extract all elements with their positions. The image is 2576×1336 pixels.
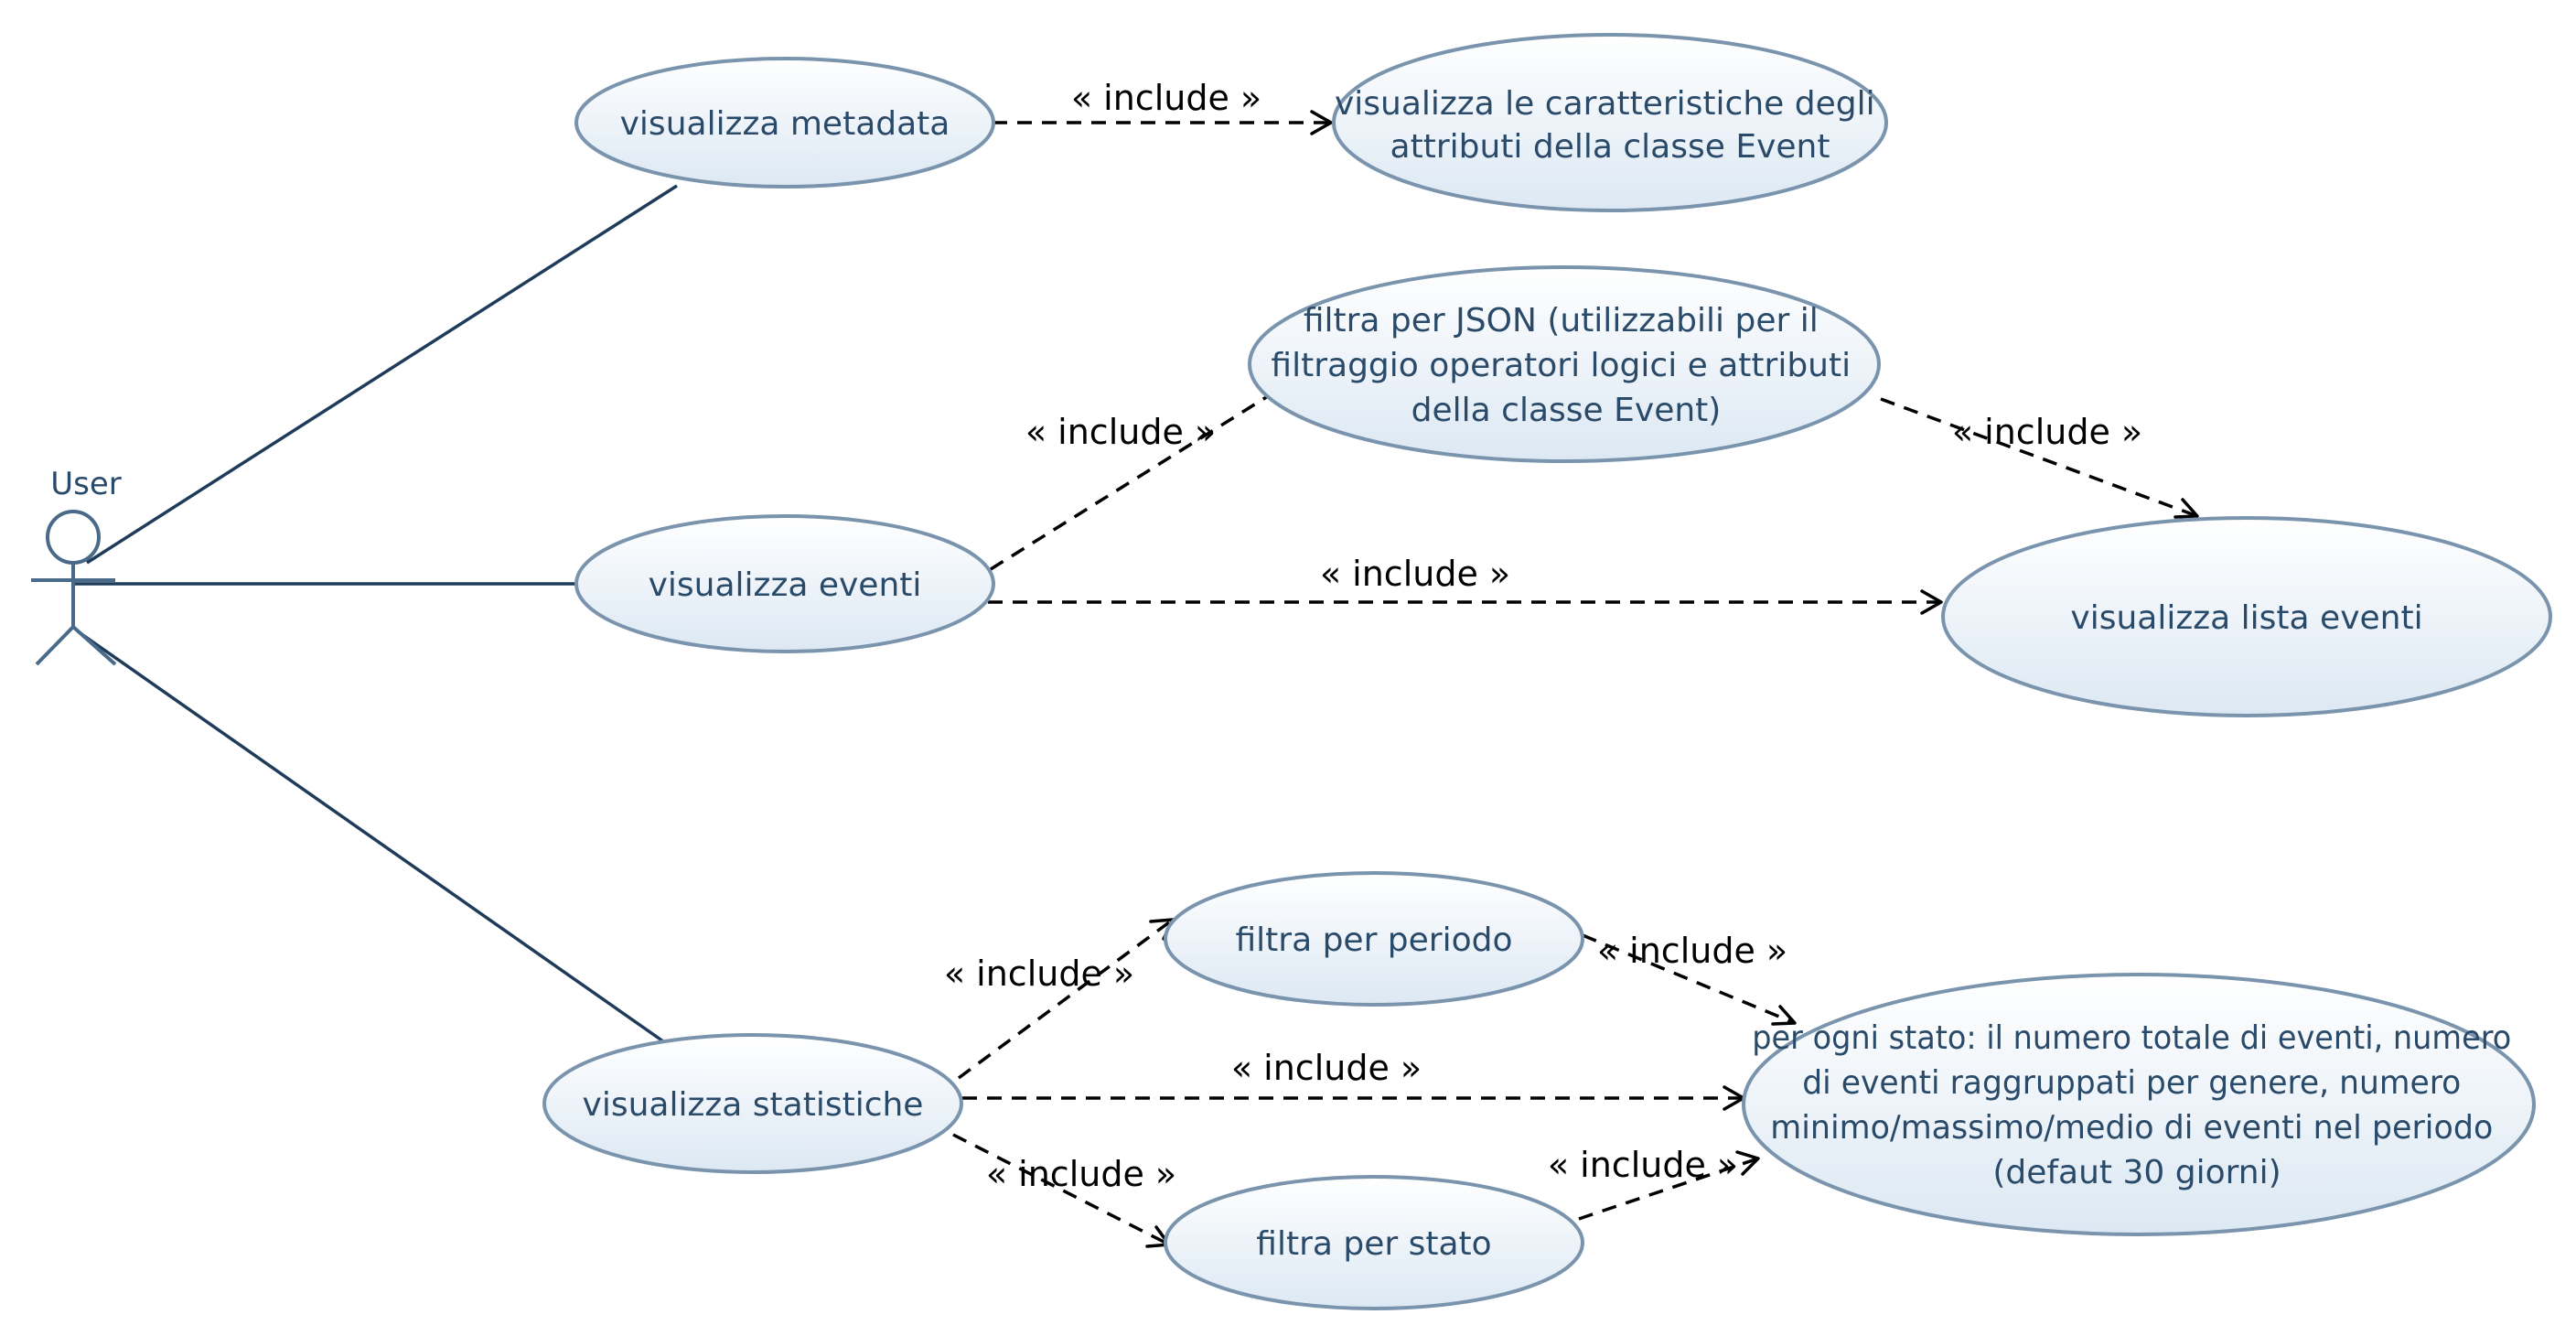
include-label-stato-riepilogo: « include »: [1548, 1145, 1738, 1185]
include-label-stato: « include »: [986, 1154, 1176, 1194]
use-cases: [542, 33, 2552, 1310]
include-arrow-json-lista: [1880, 397, 2198, 518]
include-label-metadata: « include »: [1071, 78, 1261, 118]
use-case-statistiche-per-stato[interactable]: [1742, 973, 2536, 1236]
use-case-label-visualizza-statistiche: visualizza statistiche: [583, 1086, 924, 1124]
use-case-label-caratteristiche-attributi: visualizza le caratteristiche degli attr…: [1335, 85, 1885, 166]
include-arrow-stato-riepilogo: [1578, 1157, 1759, 1221]
use-case-filtra-periodo[interactable]: [1164, 871, 1584, 1007]
use-case-labels: visualizza metadata visualizza le caratt…: [583, 85, 2521, 1263]
arrowhead-lista-from-eventi: [1920, 589, 1943, 615]
use-case-label-filtra-json: filtra per JSON (utilizzabili per il fil…: [1271, 302, 1861, 429]
include-label-json: « include »: [1025, 412, 1216, 452]
actor-label: User: [50, 466, 122, 502]
use-case-visualizza-metadata[interactable]: [574, 57, 995, 189]
use-case-label-filtra-periodo: filtra per periodo: [1235, 921, 1512, 959]
actor-head: [46, 510, 101, 565]
use-case-label-visualizza-eventi: visualizza eventi: [649, 566, 922, 604]
arrowhead-riepilogo-from-stato: [1735, 1150, 1760, 1176]
associations: [73, 184, 678, 1043]
use-case-visualizza-lista-eventi[interactable]: [1941, 516, 2552, 717]
include-label-riepilogo: « include »: [1231, 1048, 1422, 1088]
use-case-label-visualizza-lista-eventi: visualizza lista eventi: [2070, 599, 2422, 637]
use-case-visualizza-statistiche[interactable]: [542, 1033, 963, 1174]
include-label-periodo-riepilogo: « include »: [1597, 931, 1787, 971]
use-case-caratteristiche-attributi[interactable]: [1332, 33, 1888, 212]
association-user-statistiche: [76, 630, 665, 1043]
include-labels: « include » « include » « include » « in…: [944, 78, 2142, 1194]
use-case-label-filtra-stato: filtra per stato: [1256, 1225, 1491, 1263]
use-case-label-visualizza-metadata: visualizza metadata: [620, 105, 950, 143]
use-case-label-statistiche-per-stato: per ogni stato: il numero totale di even…: [1752, 1019, 2521, 1191]
include-arrow-eventi-json: [990, 381, 1291, 571]
include-arrow-periodo-riepilogo: [1582, 933, 1796, 1025]
actor-leg-left: [35, 625, 75, 666]
actor-user[interactable]: [31, 510, 117, 666]
actor-leg-right: [71, 625, 117, 666]
arrowhead-caratteristiche: [1310, 110, 1333, 135]
use-case-filtra-json[interactable]: [1248, 265, 1881, 463]
arrowhead-riepilogo-from-periodo: [1771, 1005, 1797, 1026]
use-case-filtra-stato[interactable]: [1164, 1175, 1584, 1310]
use-case-visualizza-eventi[interactable]: [574, 514, 995, 653]
include-arrow-statistiche-periodo: [957, 918, 1175, 1080]
dependencies: [952, 121, 2198, 1246]
include-label-lista: « include »: [1320, 554, 1510, 594]
include-arrow-statistiche-stato: [952, 1133, 1170, 1246]
include-label-periodo: « include »: [944, 954, 1134, 994]
association-user-metadata: [86, 184, 678, 565]
include-label-json-lista: « include »: [1952, 412, 2142, 452]
arrowhead-lista-from-json: [2174, 498, 2199, 519]
